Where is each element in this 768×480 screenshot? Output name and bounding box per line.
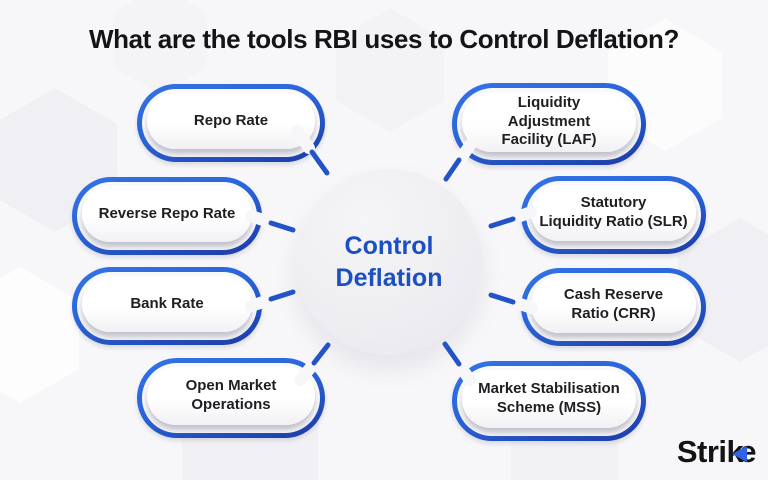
node-open-market-operations: Open Market Operations	[137, 358, 325, 438]
node-label: Bank Rate	[130, 294, 204, 312]
node-slr: Statutory Liquidity Ratio (SLR)	[521, 176, 706, 254]
node-laf: Liquidity Adjustment Facility (LAF)	[452, 83, 646, 165]
node-label: Open Market Operations	[185, 377, 277, 413]
node-label: Repo Rate	[193, 111, 269, 129]
page-title: What are the tools RBI uses to Control D…	[89, 24, 679, 54]
node-label: Cash Reserve Ratio (CRR)	[563, 286, 664, 322]
node-label: Reverse Repo Rate	[98, 204, 236, 222]
center-node-control-deflation: Control Deflation	[296, 169, 482, 355]
node-repo-rate: Repo Rate	[137, 84, 325, 162]
node-label: Statutory Liquidity Ratio (SLR)	[539, 194, 688, 230]
node-label: Liquidity Adjustment Facility (LAF)	[501, 93, 597, 149]
strike-logo-text: Stri	[676, 434, 727, 469]
node-crr: Cash Reserve Ratio (CRR)	[521, 268, 706, 346]
node-label: Market Stabilisation Scheme (MSS)	[478, 380, 620, 416]
strike-logo-k: k	[727, 434, 748, 470]
node-reverse-repo-rate: Reverse Repo Rate	[72, 177, 262, 255]
center-node-label: Control Deflation	[335, 231, 443, 293]
logo-arrow-icon	[732, 446, 748, 463]
node-bank-rate: Bank Rate	[72, 267, 262, 345]
node-mss: Market Stabilisation Scheme (MSS)	[452, 361, 646, 441]
